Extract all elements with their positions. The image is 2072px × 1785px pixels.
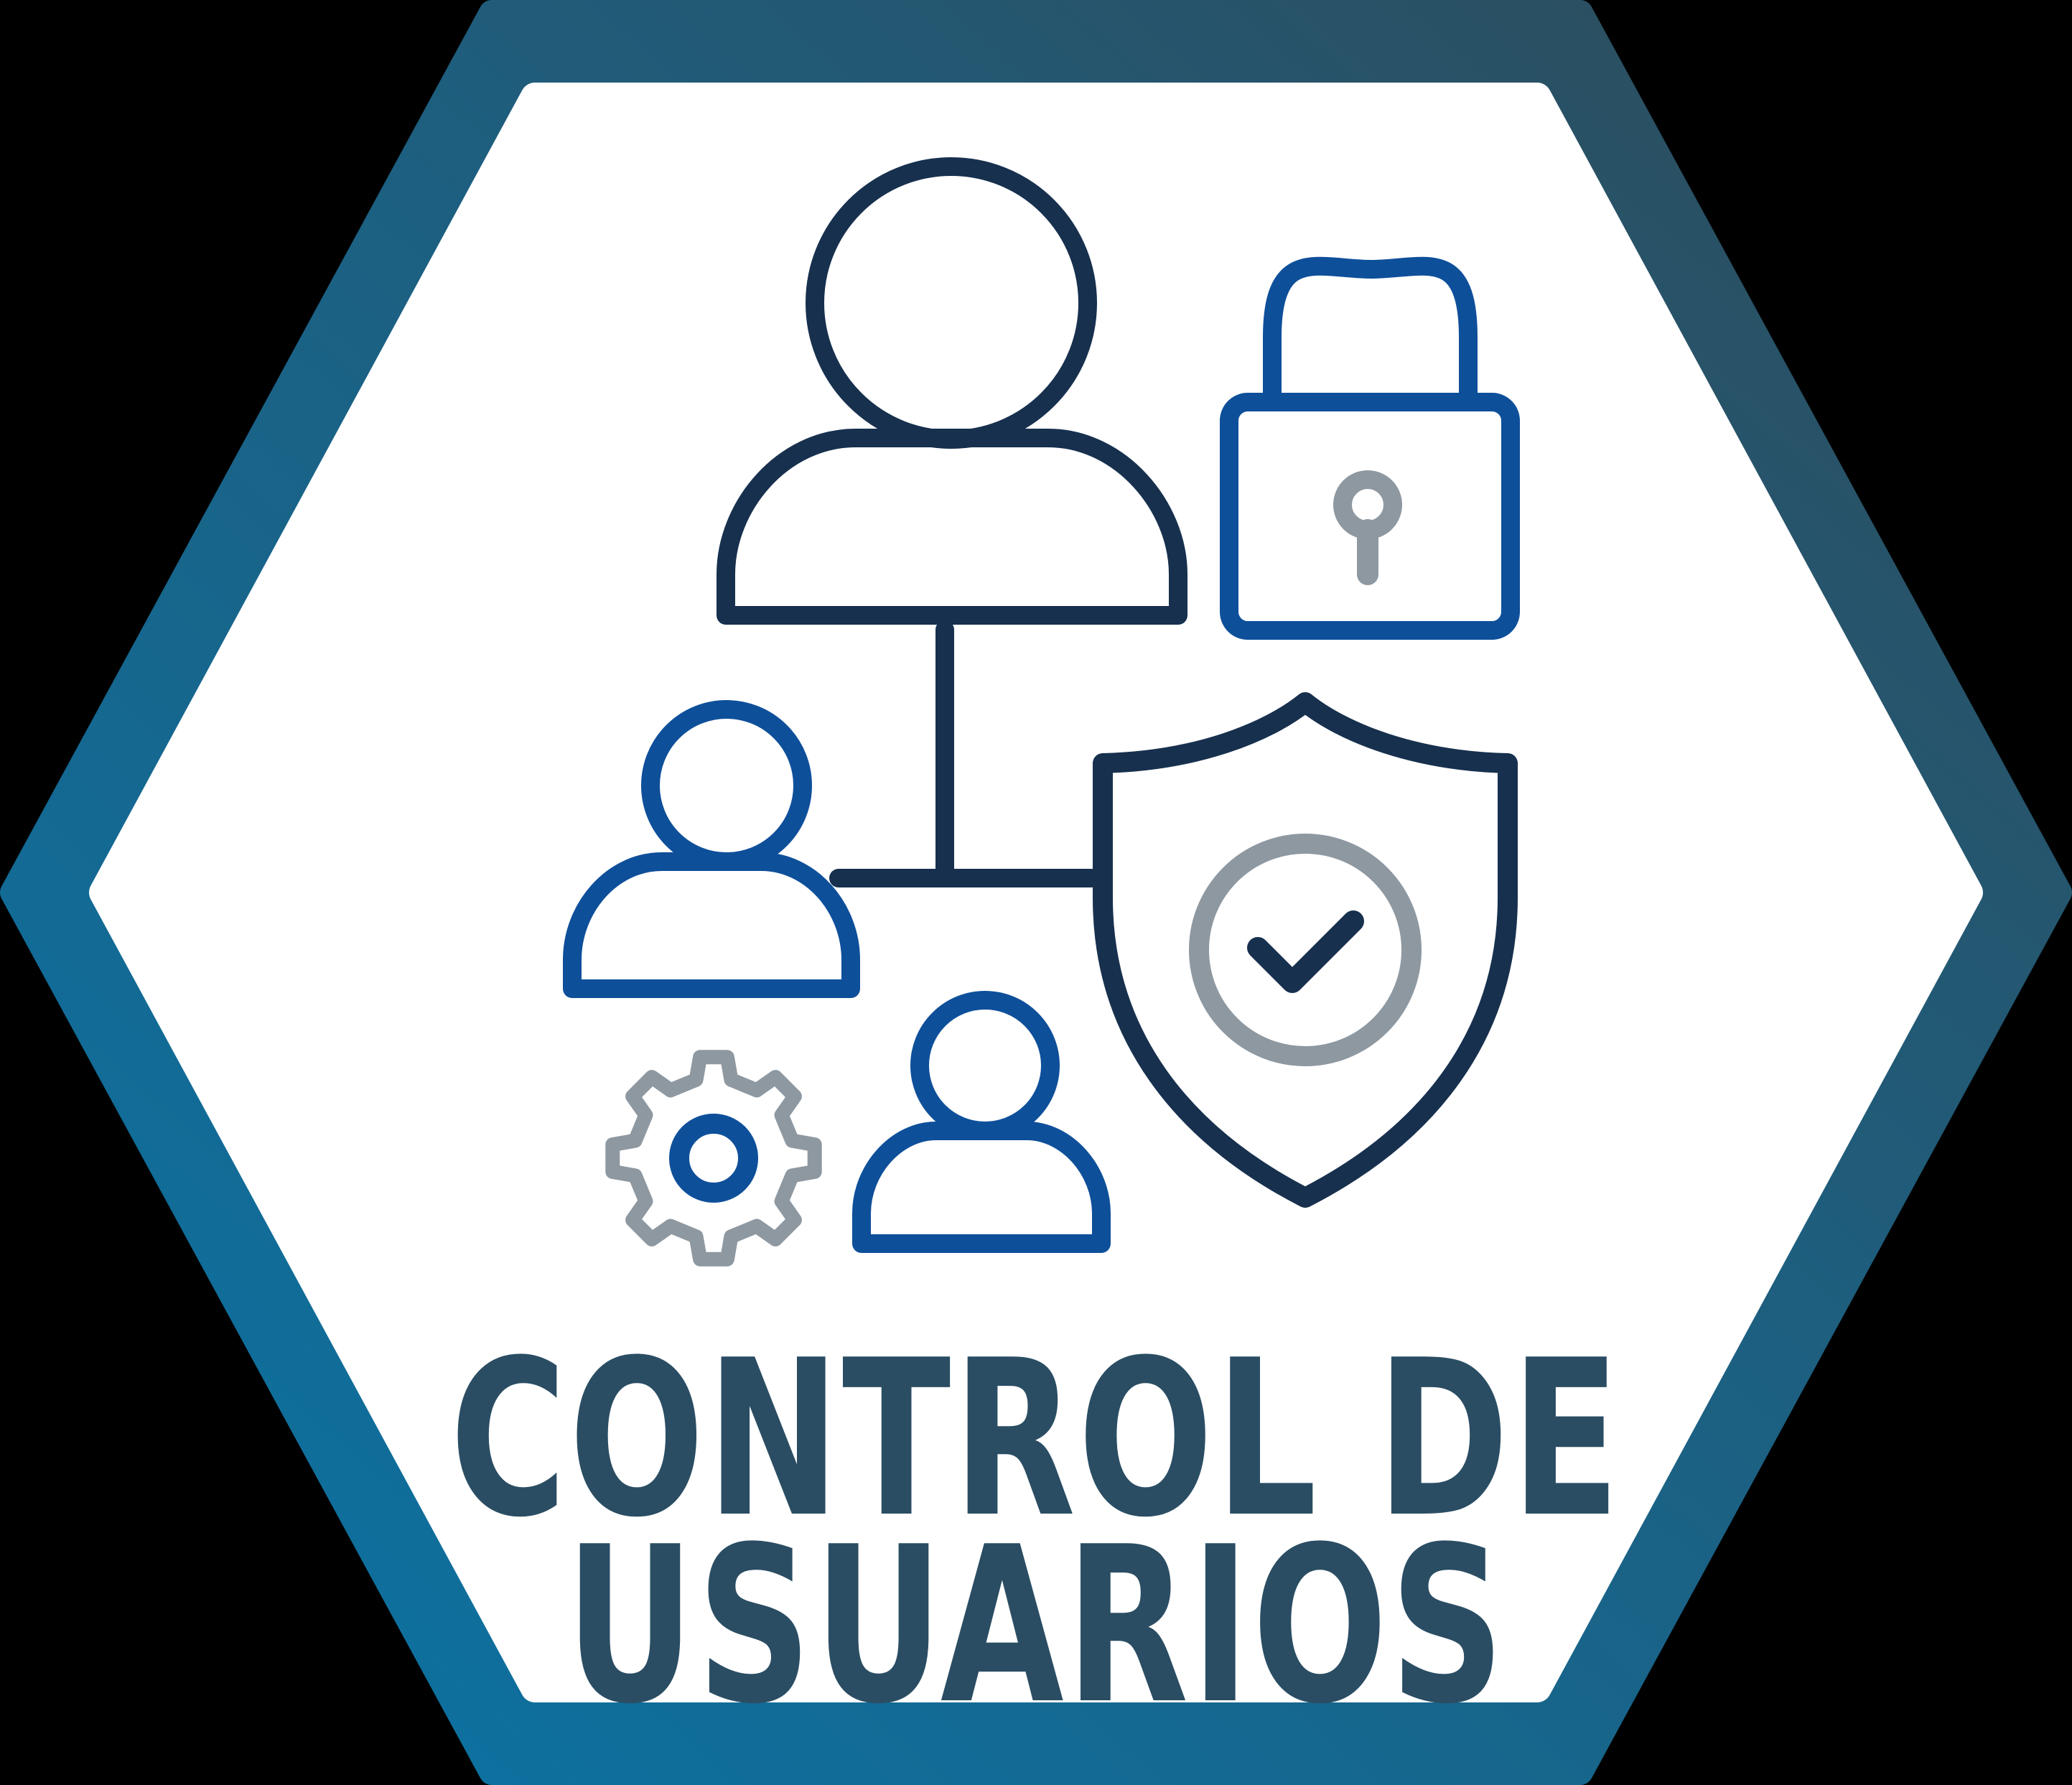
keyhole-icon — [1333, 470, 1402, 585]
badge-title-line-2: USUARIOS — [565, 1501, 1507, 1751]
gear-teeth-outline — [605, 1050, 822, 1267]
main-user-icon — [717, 157, 1187, 625]
badge-title-line-1: CONTROL DE — [449, 1314, 1623, 1565]
left-user-icon — [563, 700, 860, 998]
shield-icon — [1093, 692, 1518, 1208]
gear-icon — [605, 1050, 822, 1267]
padlock-icon — [1220, 256, 1520, 640]
check-icon — [1247, 910, 1364, 993]
connector-lines — [829, 620, 1101, 887]
bottom-user-icon — [852, 991, 1111, 1253]
